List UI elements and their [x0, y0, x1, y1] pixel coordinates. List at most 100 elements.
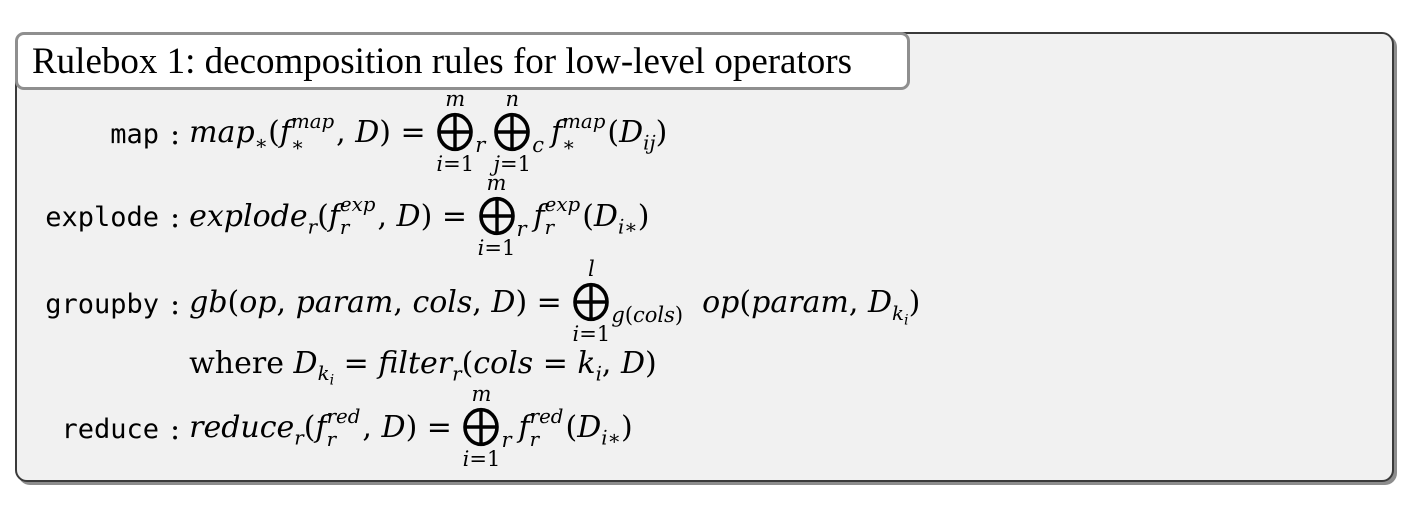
bigop-side-subscript: g(cols)	[611, 305, 683, 326]
math-variable: i	[617, 215, 625, 239]
math-variable: D	[593, 198, 618, 234]
math-roman: ,	[472, 285, 492, 320]
math-roman: where	[189, 345, 294, 381]
math-roman: ∗	[290, 132, 305, 156]
math-roman: (	[227, 285, 240, 320]
math-subscript: i	[596, 362, 602, 385]
rule-label: groupby	[45, 288, 159, 320]
math-roman: (	[607, 115, 620, 150]
math-subscript: ∗	[562, 134, 575, 155]
math-roman: ,	[601, 345, 621, 381]
math-variable: i	[595, 362, 602, 386]
math-roman: ,	[276, 285, 296, 320]
math-roman: =1	[500, 152, 531, 176]
math-variable: D	[381, 410, 406, 445]
math-variable: g	[611, 303, 625, 327]
math-roman: )	[908, 285, 921, 320]
math-variable: i	[477, 235, 485, 260]
math-subscript: r	[340, 218, 349, 238]
math-roman: (	[303, 410, 316, 445]
math-roman: ∗	[624, 215, 638, 239]
bigop-column: n j=1	[493, 89, 531, 175]
math-variable: r	[501, 428, 512, 452]
rule-row-where: :where Dki = filterr(cols = ki, D)	[17, 347, 1392, 389]
math-superscript: exp	[545, 195, 581, 215]
math-variable: cols	[473, 345, 534, 381]
bigoplus-icon	[437, 112, 474, 152]
math-roman: )	[637, 198, 650, 234]
math-subscript: ∗	[290, 132, 305, 156]
bigop-lower-limit: j=1	[494, 154, 531, 175]
math-variable: D	[620, 345, 646, 381]
math-subscript: i	[330, 373, 335, 389]
math-supsub: map∗	[562, 111, 605, 155]
math-variable: r	[326, 427, 337, 451]
math-roman: ,	[377, 198, 397, 234]
math-roman: )	[655, 115, 668, 150]
math-roman: ) =	[405, 410, 462, 445]
math-roman: (	[317, 198, 329, 234]
math-superscript: map	[291, 111, 334, 132]
math-variable: r	[307, 215, 318, 239]
bigop-side-subscript: c	[532, 135, 544, 156]
math-variable: gb	[189, 285, 228, 320]
math-variable: D	[577, 410, 602, 445]
bigoplus-icon	[463, 407, 500, 447]
bigoplus-icon	[573, 282, 610, 322]
bigop-side-subscript: r	[475, 135, 485, 156]
bigoplus-icon	[494, 112, 531, 152]
math-variable: red	[529, 404, 564, 428]
math-variable: f	[279, 115, 291, 150]
math-variable: i	[601, 426, 608, 450]
rule-formula: where Dki = filterr(cols = ki, D)	[189, 347, 657, 389]
math-roman: )	[621, 410, 633, 445]
math-roman: ) =	[379, 115, 436, 150]
math-subscript: i∗	[601, 427, 621, 450]
math-variable: i	[904, 311, 909, 328]
math-variable: f	[533, 198, 545, 234]
rule-colon: :	[170, 411, 181, 447]
bigoplus-icon	[478, 196, 515, 235]
math-variable: c	[532, 133, 545, 157]
math-variable: cols	[412, 285, 473, 320]
math-roman: =1	[443, 152, 475, 176]
math-roman: =1	[484, 235, 516, 260]
math-variable: reduce	[189, 410, 295, 445]
bigop-upper-limit: n	[506, 89, 520, 110]
math-variable: explode	[189, 198, 308, 234]
bigop-upper-limit: l	[588, 259, 595, 280]
math-subscript: ∗	[255, 132, 268, 155]
math-subscript: ij	[643, 132, 655, 155]
math-variable: r	[339, 216, 350, 239]
math-variable: param	[295, 285, 394, 320]
math-roman: ,	[393, 285, 413, 320]
rulebox: Rulebox 1: decomposition rules for low-l…	[15, 32, 1394, 482]
math-roman: )	[645, 345, 657, 381]
math-variable: D	[619, 115, 644, 150]
math-roman: (	[268, 115, 280, 150]
math-variable: op	[239, 285, 277, 320]
math-subscript: ki	[318, 362, 335, 388]
math-roman: (	[461, 345, 474, 381]
math-variable: ij	[643, 131, 656, 155]
math-roman: =1	[469, 447, 501, 471]
math-roman: ,	[362, 410, 382, 445]
math-roman: (	[624, 303, 634, 327]
math-roman: =	[334, 345, 379, 381]
rule-colon: :	[170, 200, 181, 235]
math-variable: i	[462, 447, 470, 471]
rulebox-title-box: Rulebox 1: decomposition rules for low-l…	[15, 32, 910, 90]
rulebox-title: Rulebox 1: decomposition rules for low-l…	[32, 40, 852, 82]
